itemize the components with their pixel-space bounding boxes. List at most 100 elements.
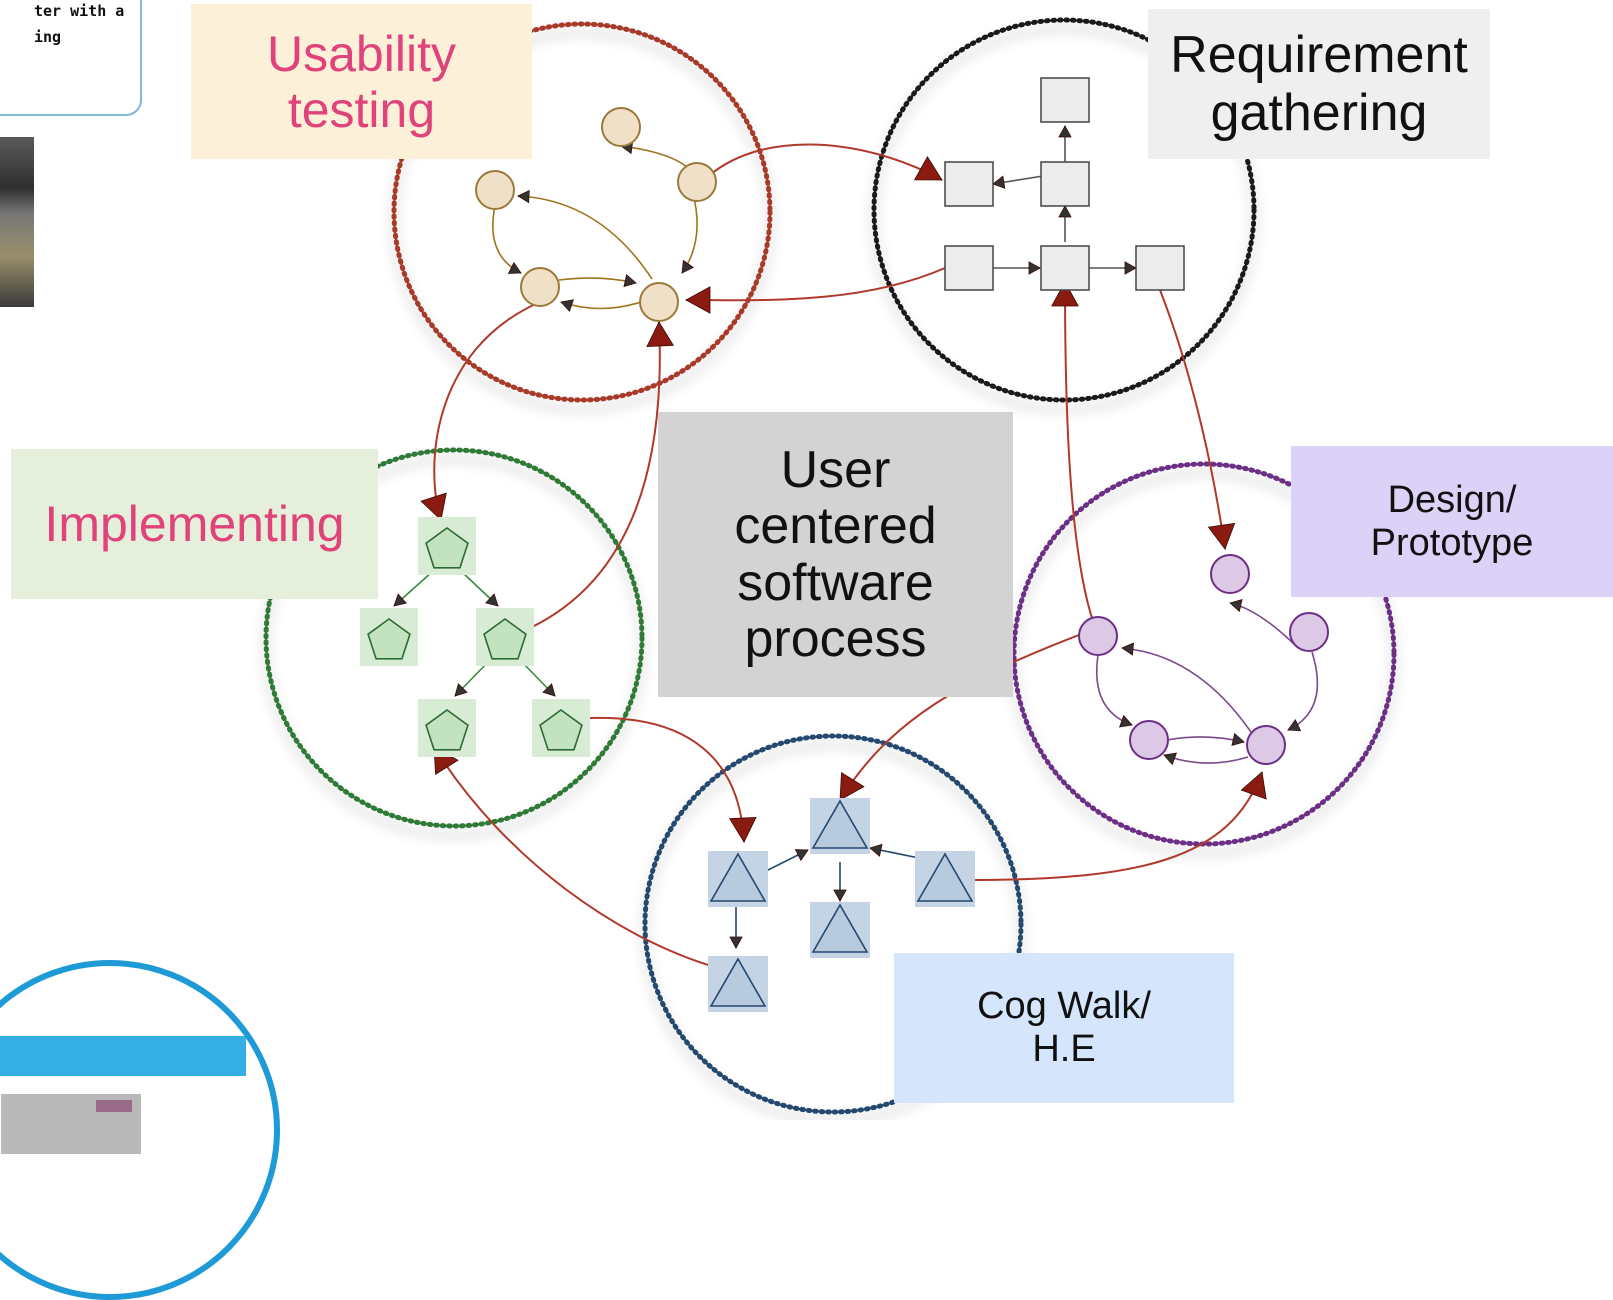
connector-design-to-cogwalk-arrowhead bbox=[839, 771, 865, 801]
cogwalk-node-1 bbox=[811, 799, 869, 849]
implementing-edge-1-arrowhead bbox=[393, 593, 407, 607]
note-card bbox=[0, 0, 142, 116]
center-process-label: User centered software process bbox=[658, 412, 1013, 697]
implementing-label: Implementing bbox=[11, 449, 378, 599]
requirement-node-1 bbox=[1040, 77, 1090, 123]
requirement-node-5 bbox=[1040, 245, 1090, 291]
cogwalk-edge-2-arrowhead bbox=[869, 843, 883, 857]
cogwalk-node-3 bbox=[916, 852, 974, 902]
usability-node-2 bbox=[475, 170, 515, 210]
connector-usability-to-requirement bbox=[701, 143, 943, 183]
usability-ring-dots bbox=[391, 21, 773, 403]
implementing-label-line-1: Implementing bbox=[44, 496, 345, 552]
usability-node-5 bbox=[639, 282, 679, 322]
implementing-ring-dots bbox=[263, 447, 645, 829]
center-label-line-1: User bbox=[780, 441, 891, 500]
requirement-edge-1-arrowhead bbox=[992, 175, 1006, 189]
connector-design-to-requirement bbox=[1064, 281, 1097, 631]
connector-design-to-cogwalk bbox=[839, 629, 1093, 801]
requirement-edge-4-arrowhead bbox=[1028, 261, 1041, 275]
design-edge-5 bbox=[1166, 736, 1245, 743]
design-node-1 bbox=[1210, 554, 1250, 594]
connector-design-to-requirement-arrowhead bbox=[1051, 281, 1079, 307]
implementing-edge-2-arrowhead bbox=[485, 593, 499, 607]
implementing-edge-4-arrowhead bbox=[542, 683, 556, 697]
cogwalk-node-4 bbox=[811, 903, 869, 953]
connector-implementing-to-cogwalk bbox=[589, 716, 745, 843]
connector-cogwalk-to-implementing bbox=[433, 746, 719, 969]
cogwalk-label-line-2: H.E bbox=[1032, 1028, 1096, 1070]
requirement-node-6 bbox=[1135, 245, 1185, 291]
usability-edge-5-arrowhead bbox=[623, 273, 637, 288]
usability-edge-3 bbox=[517, 195, 653, 280]
requirement-gathering-label: Requirement gathering bbox=[1148, 9, 1490, 159]
requirement-edge-2-arrowhead bbox=[1058, 125, 1072, 138]
connector-usability-to-implementing bbox=[433, 301, 541, 521]
design-node-5 bbox=[1246, 725, 1286, 765]
implementing-edge-3-arrowhead bbox=[454, 683, 468, 697]
usability-edge-3-arrowhead bbox=[517, 189, 530, 204]
center-label-line-2: centered bbox=[734, 497, 937, 556]
connector-cogwalk-to-design-arrowhead bbox=[1240, 771, 1267, 800]
cogwalk-label-line-1: Cog Walk/ bbox=[977, 985, 1151, 1028]
screenshot-header-bar bbox=[0, 1036, 246, 1076]
design-edge-2 bbox=[1287, 651, 1319, 731]
usability-node-3 bbox=[677, 162, 717, 202]
cogwalk-edge-3-arrowhead bbox=[833, 889, 847, 902]
cogwalk-edge-1-arrowhead bbox=[794, 849, 809, 862]
implementing-node-4 bbox=[425, 709, 469, 751]
design-edge-6 bbox=[1163, 754, 1249, 764]
usability-testing-label: Usability testing bbox=[191, 4, 532, 159]
requirement-ring-dots bbox=[871, 17, 1257, 403]
connector-implementing-to-usability-arrowhead bbox=[646, 321, 675, 348]
cog-walk-ring-dots bbox=[642, 733, 1024, 1115]
requirement-node-4 bbox=[944, 245, 994, 291]
cogwalk-edge-4-arrowhead bbox=[729, 936, 743, 949]
connector-requirement-to-usability bbox=[685, 267, 946, 302]
usability-label-line-2: testing bbox=[287, 81, 436, 138]
usability-node-1 bbox=[601, 107, 641, 147]
connector-requirement-to-usability-arrowhead bbox=[685, 286, 711, 314]
cogwalk-node-2 bbox=[709, 852, 767, 902]
implementing-node-5 bbox=[539, 709, 583, 751]
usability-edge-6 bbox=[560, 301, 642, 310]
connector-requirement-to-design-arrowhead bbox=[1207, 522, 1236, 550]
implementing-node-3 bbox=[483, 618, 527, 660]
design-ring-dots bbox=[1011, 461, 1397, 847]
design-label-line-2: Prototype bbox=[1370, 521, 1534, 564]
design-node-2 bbox=[1078, 616, 1118, 656]
design-edge-4-arrowhead bbox=[1119, 714, 1133, 728]
design-edge-2-arrowhead bbox=[1287, 719, 1302, 732]
screenshot-button bbox=[96, 1100, 132, 1112]
usability-edge-4 bbox=[492, 205, 522, 274]
design-edge-6-arrowhead bbox=[1163, 752, 1178, 766]
usability-label-line-1: Usability bbox=[267, 25, 456, 82]
requirement-label-line-2: gathering bbox=[1210, 84, 1428, 142]
requirement-edge-3-arrowhead bbox=[1058, 205, 1072, 218]
connector-usability-to-implementing-arrowhead bbox=[420, 492, 447, 521]
usability-edge-4-arrowhead bbox=[507, 261, 522, 274]
connector-implementing-to-cogwalk-arrowhead bbox=[728, 816, 757, 843]
implementing-node-2 bbox=[367, 618, 411, 660]
implementing-node-1 bbox=[425, 527, 469, 569]
photo-thumbnail bbox=[0, 137, 34, 307]
connector-cogwalk-to-design bbox=[967, 771, 1263, 881]
center-label-line-3: software bbox=[737, 553, 934, 612]
usability-node-4 bbox=[520, 267, 560, 307]
design-node-4 bbox=[1129, 720, 1169, 760]
connector-usability-to-requirement-arrowhead bbox=[913, 156, 943, 181]
cog-walk-label: Cog Walk/ H.E bbox=[894, 953, 1234, 1103]
design-prototype-label: Design/ Prototype bbox=[1291, 446, 1613, 597]
requirement-node-2 bbox=[944, 161, 994, 207]
design-edge-3 bbox=[1121, 647, 1256, 739]
connector-implementing-to-usability bbox=[529, 321, 661, 629]
requirement-edge-5-arrowhead bbox=[1124, 261, 1137, 275]
usability-edge-5 bbox=[558, 277, 637, 284]
requirement-label-line-1: Requirement bbox=[1170, 25, 1468, 84]
design-edge-1 bbox=[1229, 602, 1299, 649]
design-edge-1-arrowhead bbox=[1229, 599, 1243, 613]
connector-requirement-to-design bbox=[1159, 289, 1226, 550]
design-label-line-1: Design/ bbox=[1387, 478, 1517, 521]
usability-edge-2-arrowhead bbox=[681, 259, 695, 274]
usability-edge-6-arrowhead bbox=[560, 299, 574, 312]
